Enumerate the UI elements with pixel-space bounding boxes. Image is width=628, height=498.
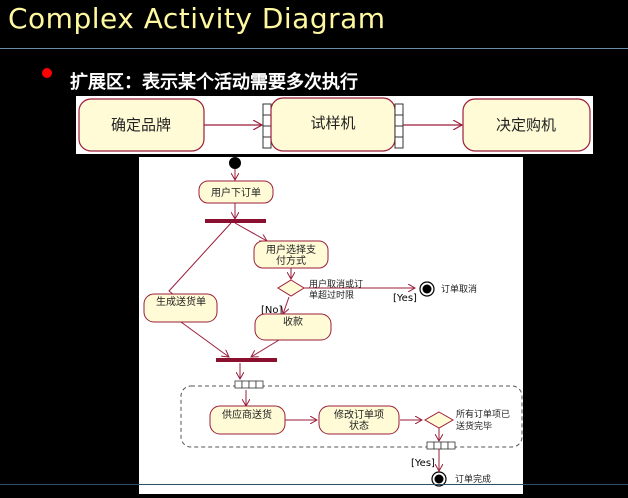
- output-pin-group: [394, 103, 404, 149]
- edge-fork-to-payment: [234, 222, 267, 241]
- action-place-order-label: 用户下订单: [211, 186, 261, 199]
- final-done-label: 订单完成: [455, 473, 491, 485]
- fork-bar: [205, 219, 266, 223]
- input-pin-group: [262, 103, 272, 149]
- action-choose-brand-label: 确定品牌: [111, 116, 171, 134]
- guard-yes-done: [Yes]: [411, 458, 435, 469]
- action-decide-purchase: [462, 98, 591, 152]
- decision-all-delivered: [423, 411, 455, 429]
- action-collect-payment: [254, 313, 332, 341]
- action-collect-payment-label: 收款: [283, 315, 303, 328]
- action-make-invoice-label: 生成送货单: [156, 295, 206, 308]
- initial-node: [229, 157, 241, 169]
- action-update-status-label-1: 修改订单项: [334, 408, 384, 421]
- footer-divider: [0, 484, 628, 485]
- edge-decision1-to-collect: [283, 296, 290, 314]
- main-diagram-panel: 用户下订单 用户选择支 付方式 用户取消或订 单超过时限 [Yes] [No] …: [139, 157, 523, 494]
- action-choose-payment-label-1: 用户选择支: [266, 243, 316, 256]
- slide-title: Complex Activity Diagram: [8, 2, 386, 35]
- action-trial-machine-label: 试样机: [310, 114, 355, 132]
- title-divider: [0, 48, 628, 49]
- final-cancel-label: 订单取消: [441, 283, 477, 295]
- guard-yes-cancel: [Yes]: [393, 293, 417, 304]
- decision1-label-1: 用户取消或订: [309, 278, 363, 290]
- guard-no: [No]: [261, 305, 283, 316]
- edge-invoice-to-join: [180, 321, 229, 357]
- decision-cancel-check: [277, 279, 305, 297]
- region-output-pins: [426, 441, 456, 450]
- region-input-pins: [234, 380, 264, 389]
- order-activity-diagram: 用户下订单 用户选择支 付方式 用户取消或订 单超过时限 [Yes] [No] …: [143, 157, 523, 487]
- join-bar: [216, 358, 277, 362]
- edge-fork-to-invoice: [168, 222, 232, 296]
- action-place-order: [198, 180, 274, 204]
- action-make-invoice: [143, 293, 218, 323]
- action-supplier-ship-label: 供应商送货: [222, 408, 272, 421]
- top-diagram-panel: 确定品牌 试样机 决定购机: [76, 96, 593, 154]
- edge-collect-to-join: [251, 339, 280, 357]
- action-supplier-ship: [209, 405, 286, 435]
- action-update-status: [318, 405, 400, 435]
- action-decide-purchase-label: 决定购机: [496, 116, 556, 134]
- decision2-label-1: 所有订单项已: [456, 408, 510, 420]
- top-diagram: 确定品牌 试样机 决定购机: [78, 97, 591, 152]
- action-choose-payment-label-2: 付方式: [276, 254, 306, 267]
- bullet-icon: [42, 68, 52, 78]
- action-update-status-label-2: 状态: [349, 419, 369, 432]
- expansion-region: [180, 385, 523, 448]
- bullet-text: 扩展区：表示某个活动需要多次执行: [70, 72, 358, 93]
- action-choose-payment: [253, 240, 329, 269]
- decision2-label-2: 送货完毕: [456, 420, 492, 432]
- decision1-label-2: 单超过时限: [309, 289, 354, 301]
